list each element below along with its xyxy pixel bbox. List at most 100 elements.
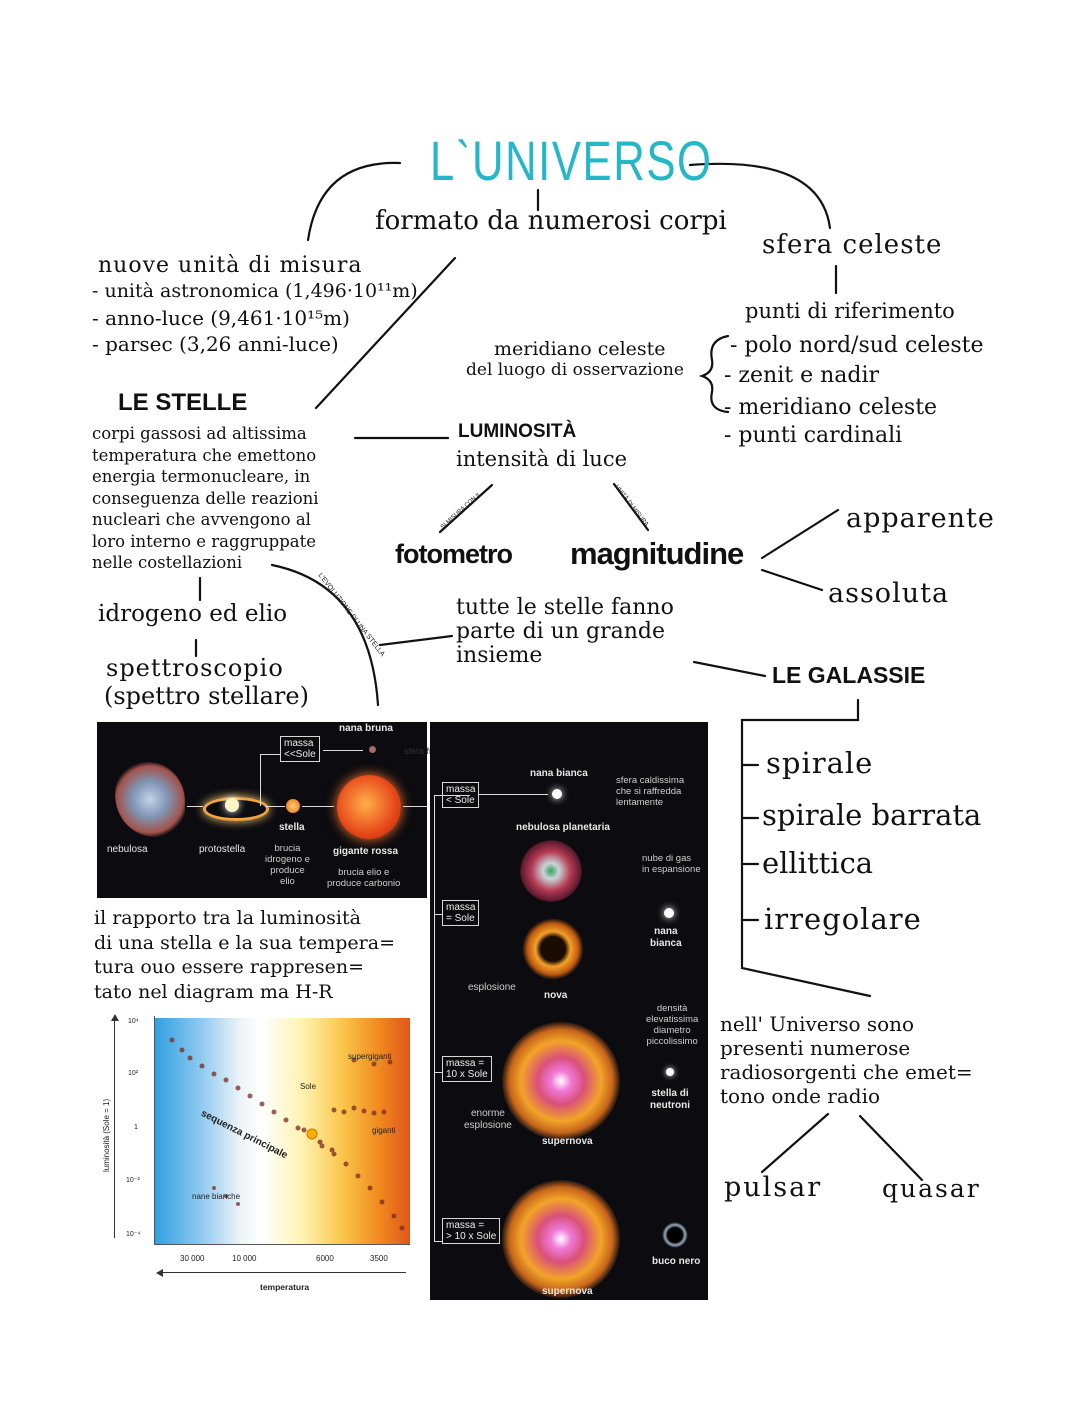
connector-title-sfera	[688, 162, 832, 230]
esplosione-label: esplosione	[468, 982, 516, 993]
hr-ylabel: luminosità (Sole = 1)	[102, 1098, 111, 1172]
connector-formato-stelle	[314, 256, 457, 410]
brace-punti	[698, 334, 730, 414]
sfera-title: sfera celeste	[762, 230, 943, 260]
nebulosa-planetaria-image	[520, 840, 582, 902]
formato-text: formato da numerosi corpi	[375, 206, 727, 236]
connector-lum-fotometro	[438, 483, 494, 534]
nana-bianca-image	[552, 789, 562, 799]
unita-item: - parsec (3,26 anni-luce)	[92, 332, 339, 356]
stella-image	[286, 799, 300, 813]
connector-insieme-galassie	[692, 660, 767, 678]
nebulosa-image	[115, 762, 185, 837]
hr-plot-area	[154, 1018, 410, 1244]
sfera-calda-desc: sfera caldissima che si raffredda lentam…	[616, 775, 685, 808]
radio-text: nell' Universo sono presenti numerose ra…	[720, 1012, 973, 1108]
xtick: 10 000	[232, 1254, 257, 1263]
xtick: 30 000	[180, 1254, 205, 1263]
connector-galassie-bracket	[740, 698, 872, 998]
buco-nero-image	[662, 1222, 688, 1248]
hr-points	[169, 1037, 405, 1231]
fotometro: fotometro	[395, 539, 513, 569]
pulsar: pulsar	[724, 1172, 823, 1203]
stella-neutroni-image	[666, 1068, 674, 1076]
stella-desc: brucia idrogeno e produce elio	[265, 843, 310, 887]
gigante-rossa-image	[337, 775, 401, 839]
evolution-image-top: nebulosa protostella stella brucia idrog…	[97, 722, 427, 898]
hr-xlabel: temperatura	[260, 1282, 310, 1292]
nova-label: nova	[544, 990, 568, 1001]
xtick: 3500	[370, 1254, 388, 1263]
unita-title: nuove unità di misura	[98, 253, 363, 278]
nana-bruna-label: nana bruna	[339, 723, 393, 734]
magnitudine: magnitudine	[570, 536, 744, 571]
massa-lt-box: massa < Sole	[442, 782, 480, 808]
galassia-item: ellittica	[762, 846, 874, 880]
massa-gt10-box: massa = > 10 x Sole	[442, 1218, 501, 1244]
supernova-image	[502, 1022, 620, 1140]
meridiano-note: meridiano celeste	[494, 338, 666, 360]
massa-eq-box: massa = Sole	[442, 900, 480, 926]
buco-nero-label: buco nero	[652, 1256, 701, 1267]
spettroscopio: spettroscopio	[106, 654, 284, 682]
sfera-item: - zenit e nadir	[724, 363, 880, 388]
stelle-title: LE STELLE	[118, 389, 248, 416]
gigante-desc: brucia elio e produce carbonio	[327, 867, 401, 889]
enorme-label: enorme esplosione	[464, 1108, 512, 1131]
supernova-2-label: supernova	[542, 1286, 593, 1297]
punti-riferimento: punti di riferimento	[745, 299, 955, 323]
unita-item: - anno-luce (9,461·10¹⁵m)	[92, 306, 350, 330]
massa-small-box: massa <<Sole	[280, 736, 320, 762]
connector-radio-quasar	[858, 1114, 924, 1182]
stelle-desc: corpi gassosi ad altissima temperatura c…	[92, 424, 319, 572]
stella-neutroni-label: stella di neutroni	[650, 1088, 690, 1111]
hr-note: il rapporto tra la luminosità di una ste…	[94, 907, 395, 1003]
nebulosa-label: nebulosa	[107, 844, 148, 855]
nana-bruna-image	[369, 746, 376, 753]
hr-supergiganti: supergiganti	[348, 1052, 392, 1061]
nana-bianca-2-label: nana bianca	[650, 926, 682, 949]
galassia-item: spirale	[766, 746, 874, 780]
connector-radio-pulsar	[760, 1112, 830, 1174]
galassia-item: spirale barrata	[762, 798, 982, 832]
hr-sole: Sole	[300, 1082, 317, 1091]
idrogeno-elio: idrogeno ed elio	[98, 601, 288, 627]
densita-desc: densità elevatissima diametro piccolissi…	[646, 1003, 699, 1047]
massa-10-box: massa = 10 x Sole	[442, 1056, 492, 1082]
page-title: L`UNIVERSO	[430, 129, 713, 192]
hr-diagram: 10⁴ 10² 1 10⁻² 10⁻⁴ 30 000 10 000 6000 3…	[100, 1012, 416, 1298]
sfera-item: - polo nord/sud celeste	[730, 333, 984, 358]
luminosita-sub: intensità di luce	[456, 447, 628, 471]
nana-bianca-label: nana bianca	[530, 768, 588, 779]
gigante-rossa-label: gigante rossa	[333, 846, 399, 857]
connector-lum-magnitudine	[612, 482, 650, 532]
sfera-item: - punti cardinali	[724, 423, 903, 448]
ytick: 10⁻²	[126, 1177, 140, 1184]
supernova-2-image	[502, 1180, 620, 1298]
assoluta: assoluta	[828, 578, 950, 609]
hr-giganti: giganti	[372, 1126, 396, 1135]
ytick: 10⁴	[128, 1018, 139, 1025]
connector-evoluzione	[270, 563, 380, 707]
apparente: apparente	[846, 503, 995, 534]
nebulosa-planetaria-label: nebulosa planetaria	[516, 822, 610, 833]
insieme-text: tutte le stelle fanno parte di un grande…	[456, 595, 674, 668]
meridiano-note: del luogo di osservazione	[466, 360, 684, 380]
ytick: 1	[134, 1124, 138, 1131]
quasar: quasar	[882, 1174, 981, 1203]
sfera-item: - meridiano celeste	[724, 395, 938, 420]
stella-label: stella	[279, 822, 305, 833]
protostella-label: protostella	[199, 844, 246, 855]
connector-mag-apparente	[760, 508, 840, 560]
ytick: 10⁻⁴	[126, 1231, 141, 1238]
ytick: 10²	[128, 1070, 139, 1077]
connector-mag-assoluta	[760, 568, 824, 592]
supernova-label: supernova	[542, 1136, 593, 1147]
luminosita-title: LUMINOSITÀ	[458, 421, 577, 442]
spettro-stellare: (spettro stellare)	[104, 682, 309, 710]
galassie-title: LE GALASSIE	[772, 662, 926, 688]
nana-bianca-2-image	[664, 908, 674, 918]
nova-image	[522, 918, 584, 980]
xtick: 6000	[316, 1254, 334, 1263]
